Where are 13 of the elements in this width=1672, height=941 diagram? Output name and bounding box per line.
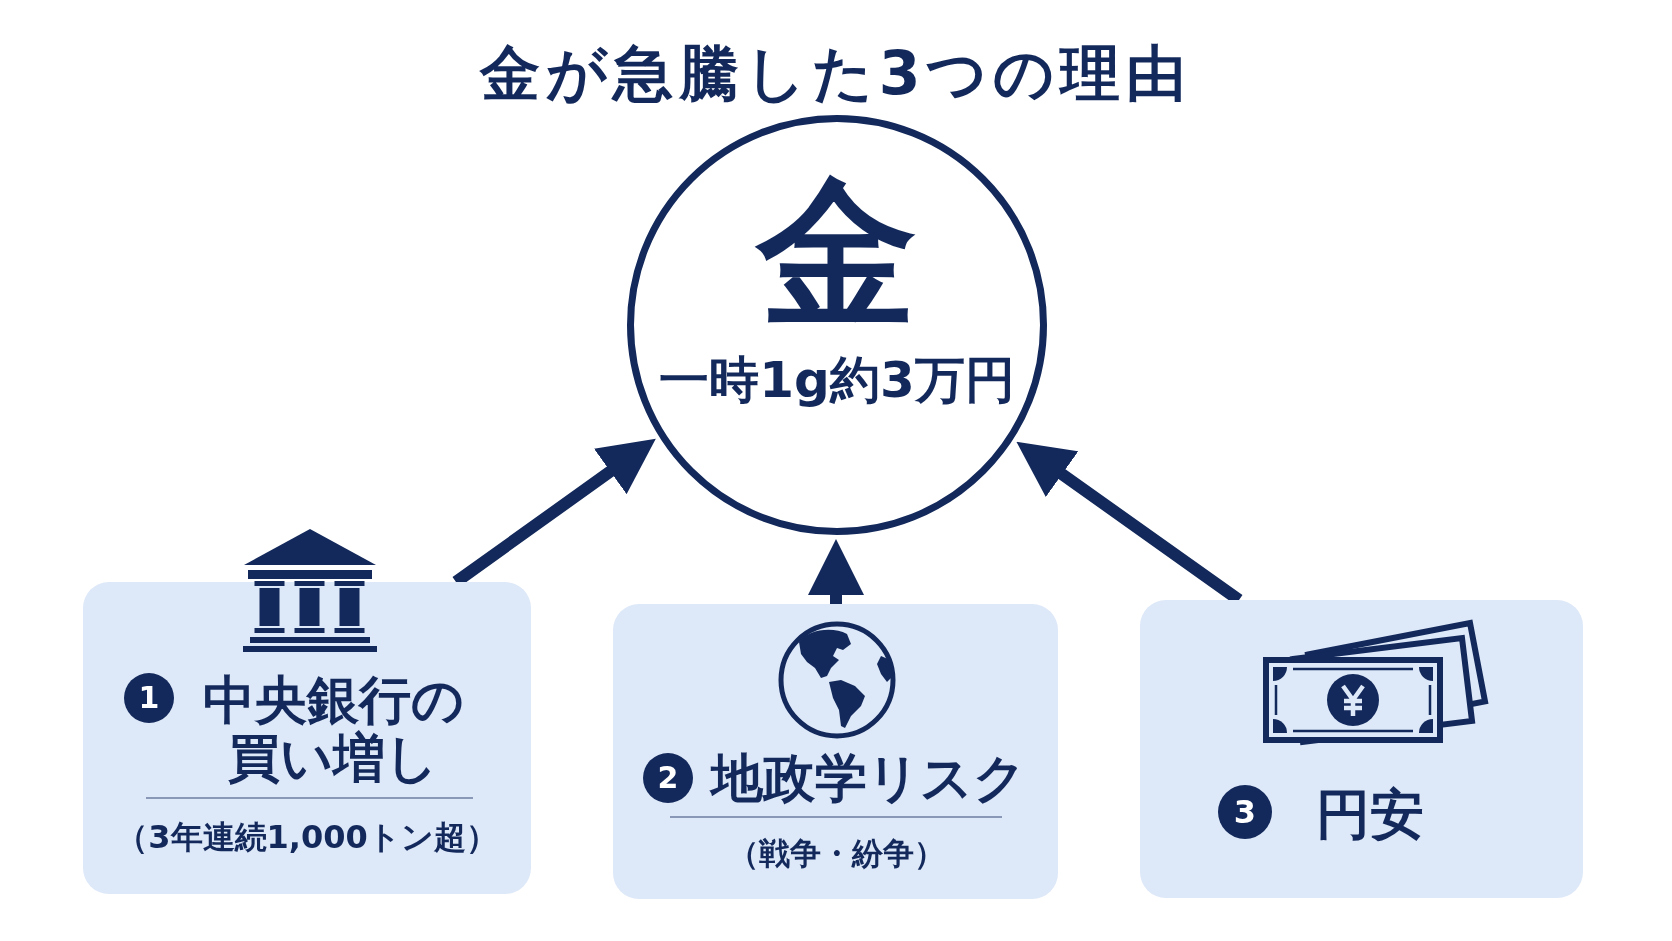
card-note: （3年連続1,000トン超） xyxy=(116,817,498,857)
price-label: 一時1g約3万円 xyxy=(659,350,1015,410)
number-badge: 3 xyxy=(1218,785,1272,839)
card-heading: 中央銀行の買い増し xyxy=(201,671,465,787)
number-badge: 2 xyxy=(643,753,693,803)
reason-card xyxy=(83,582,531,894)
card-heading: 円安 xyxy=(1316,785,1424,845)
number-badge: 1 xyxy=(124,673,174,723)
card-heading: 地政学リスク xyxy=(710,749,1026,807)
reason-card xyxy=(613,604,1058,899)
card-note: （戦争・紛争） xyxy=(727,834,945,873)
arrow xyxy=(808,539,864,604)
title: 金が急騰した3つの理由 xyxy=(479,37,1193,109)
